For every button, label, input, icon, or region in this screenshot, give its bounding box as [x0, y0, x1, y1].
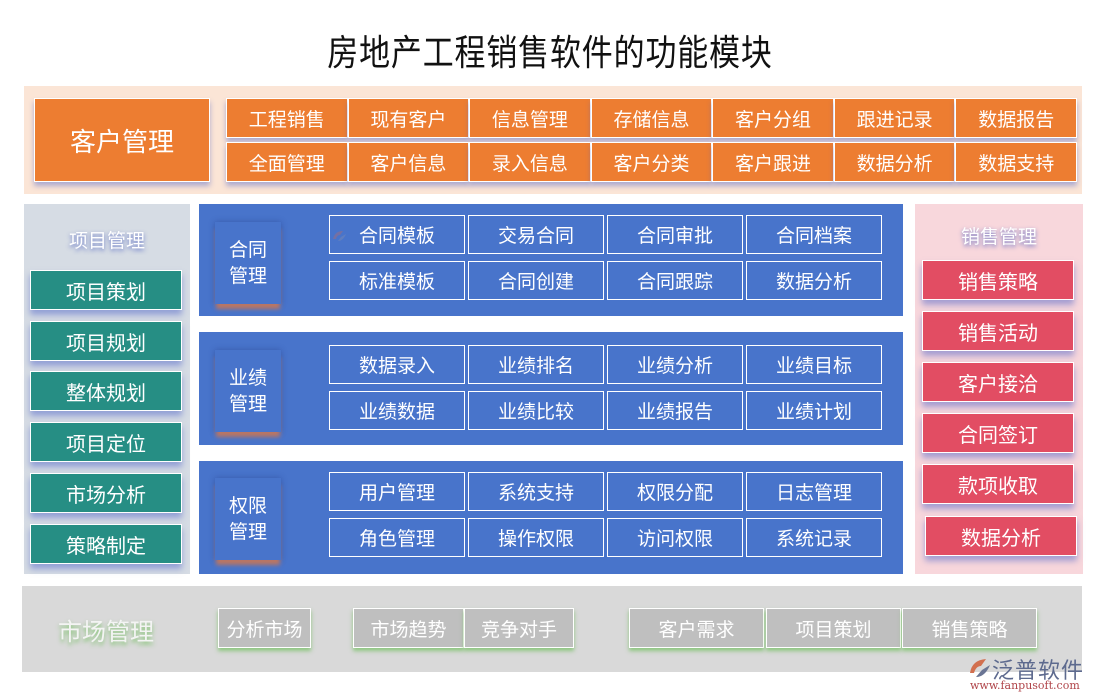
contract-management-block: 合同管理 合同模板 交易合同 合同审批 合同档案 标准模板 合同创建 合同跟踪 … — [199, 204, 903, 316]
project-item[interactable]: 项目策划 — [30, 270, 182, 310]
sales-item[interactable]: 合同签订 — [922, 413, 1074, 453]
permission-management-block: 权限管理 用户管理 系统支持 权限分配 日志管理 角色管理 操作权限 访问权限 … — [199, 461, 903, 574]
brand-logo-icon — [970, 659, 990, 677]
customer-item[interactable]: 客户信息 — [347, 142, 470, 182]
permission-grid: 用户管理 系统支持 权限分配 日志管理 角色管理 操作权限 访问权限 系统记录 — [329, 472, 882, 557]
contract-management-label[interactable]: 合同管理 — [215, 222, 281, 304]
permission-item[interactable]: 用户管理 — [329, 472, 465, 511]
sales-item[interactable]: 客户接洽 — [922, 362, 1074, 402]
contract-item[interactable]: 合同审批 — [607, 215, 743, 254]
page-title: 房地产工程销售软件的功能模块 — [327, 33, 773, 74]
watermark-logo-icon — [333, 231, 346, 241]
contract-item[interactable]: 合同档案 — [746, 215, 882, 254]
customer-management-header[interactable]: 客户管理 — [34, 98, 210, 182]
permission-management-label[interactable]: 权限管理 — [215, 478, 281, 560]
market-item[interactable]: 竞争对手 — [464, 608, 574, 648]
customer-item[interactable]: 数据支持 — [955, 142, 1077, 182]
contract-grid: 合同模板 交易合同 合同审批 合同档案 标准模板 合同创建 合同跟踪 数据分析 — [329, 215, 882, 300]
brand-logo: 泛普软件 www.fanpusoft.com — [968, 655, 1093, 695]
performance-item[interactable]: 业绩报告 — [607, 391, 743, 430]
project-item[interactable]: 项目规划 — [30, 321, 182, 361]
customer-item[interactable]: 存储信息 — [590, 98, 713, 138]
contract-item[interactable]: 交易合同 — [468, 215, 604, 254]
performance-item[interactable]: 数据录入 — [329, 345, 465, 384]
sales-item[interactable]: 数据分析 — [925, 516, 1077, 556]
project-item[interactable]: 策略制定 — [30, 524, 182, 564]
performance-management-label[interactable]: 业绩管理 — [215, 350, 281, 432]
customer-item[interactable]: 数据分析 — [833, 142, 956, 182]
customer-item[interactable]: 客户分组 — [712, 98, 834, 138]
permission-item[interactable]: 访问权限 — [607, 518, 743, 557]
contract-item[interactable]: 合同跟踪 — [607, 261, 743, 300]
customer-item[interactable]: 全面管理 — [226, 142, 348, 182]
project-item[interactable]: 市场分析 — [30, 473, 182, 513]
project-item[interactable]: 项目定位 — [30, 422, 182, 462]
market-item[interactable]: 项目策划 — [766, 608, 901, 648]
market-management-header: 市场管理 — [58, 618, 154, 646]
performance-item[interactable]: 业绩排名 — [468, 345, 604, 384]
customer-item[interactable]: 跟进记录 — [833, 98, 956, 138]
customer-management-grid: 工程销售 现有客户 信息管理 存储信息 客户分组 跟进记录 数据报告 全面管理 … — [226, 98, 1077, 182]
performance-management-block: 业绩管理 数据录入 业绩排名 业绩分析 业绩目标 业绩数据 业绩比较 业绩报告 … — [199, 332, 903, 445]
performance-item[interactable]: 业绩目标 — [746, 345, 882, 384]
project-management-header: 项目管理 — [68, 230, 145, 252]
market-item[interactable]: 销售策略 — [902, 608, 1037, 648]
sales-management-header: 销售管理 — [960, 226, 1037, 248]
customer-item[interactable]: 现有客户 — [347, 98, 470, 138]
performance-item[interactable]: 业绩比较 — [468, 391, 604, 430]
market-item[interactable]: 分析市场 — [218, 608, 311, 648]
market-item[interactable]: 市场趋势 — [353, 608, 464, 648]
performance-item[interactable]: 业绩计划 — [746, 391, 882, 430]
brand-url: www.fanpusoft.com — [970, 679, 1080, 692]
contract-item[interactable]: 数据分析 — [746, 261, 882, 300]
performance-item[interactable]: 业绩数据 — [329, 391, 465, 430]
customer-item[interactable]: 录入信息 — [469, 142, 591, 182]
contract-item[interactable]: 合同创建 — [468, 261, 604, 300]
brand-name: 泛普软件 — [992, 659, 1085, 684]
customer-item[interactable]: 工程销售 — [226, 98, 348, 138]
sales-item[interactable]: 销售策略 — [922, 260, 1074, 300]
permission-item[interactable]: 操作权限 — [468, 518, 604, 557]
permission-item[interactable]: 系统支持 — [468, 472, 604, 511]
sales-item[interactable]: 销售活动 — [922, 311, 1074, 351]
performance-item[interactable]: 业绩分析 — [607, 345, 743, 384]
customer-item[interactable]: 客户跟进 — [712, 142, 834, 182]
sales-item[interactable]: 款项收取 — [922, 464, 1074, 504]
contract-item[interactable]: 标准模板 — [329, 261, 465, 300]
permission-item[interactable]: 系统记录 — [746, 518, 882, 557]
contract-item[interactable]: 合同模板 — [329, 215, 465, 254]
performance-grid: 数据录入 业绩排名 业绩分析 业绩目标 业绩数据 业绩比较 业绩报告 业绩计划 — [329, 345, 882, 430]
customer-item[interactable]: 数据报告 — [955, 98, 1077, 138]
permission-item[interactable]: 日志管理 — [746, 472, 882, 511]
market-item[interactable]: 客户需求 — [629, 608, 764, 648]
customer-item[interactable]: 信息管理 — [469, 98, 591, 138]
permission-item[interactable]: 角色管理 — [329, 518, 465, 557]
permission-item[interactable]: 权限分配 — [607, 472, 743, 511]
customer-item[interactable]: 客户分类 — [590, 142, 713, 182]
project-item[interactable]: 整体规划 — [30, 371, 182, 411]
